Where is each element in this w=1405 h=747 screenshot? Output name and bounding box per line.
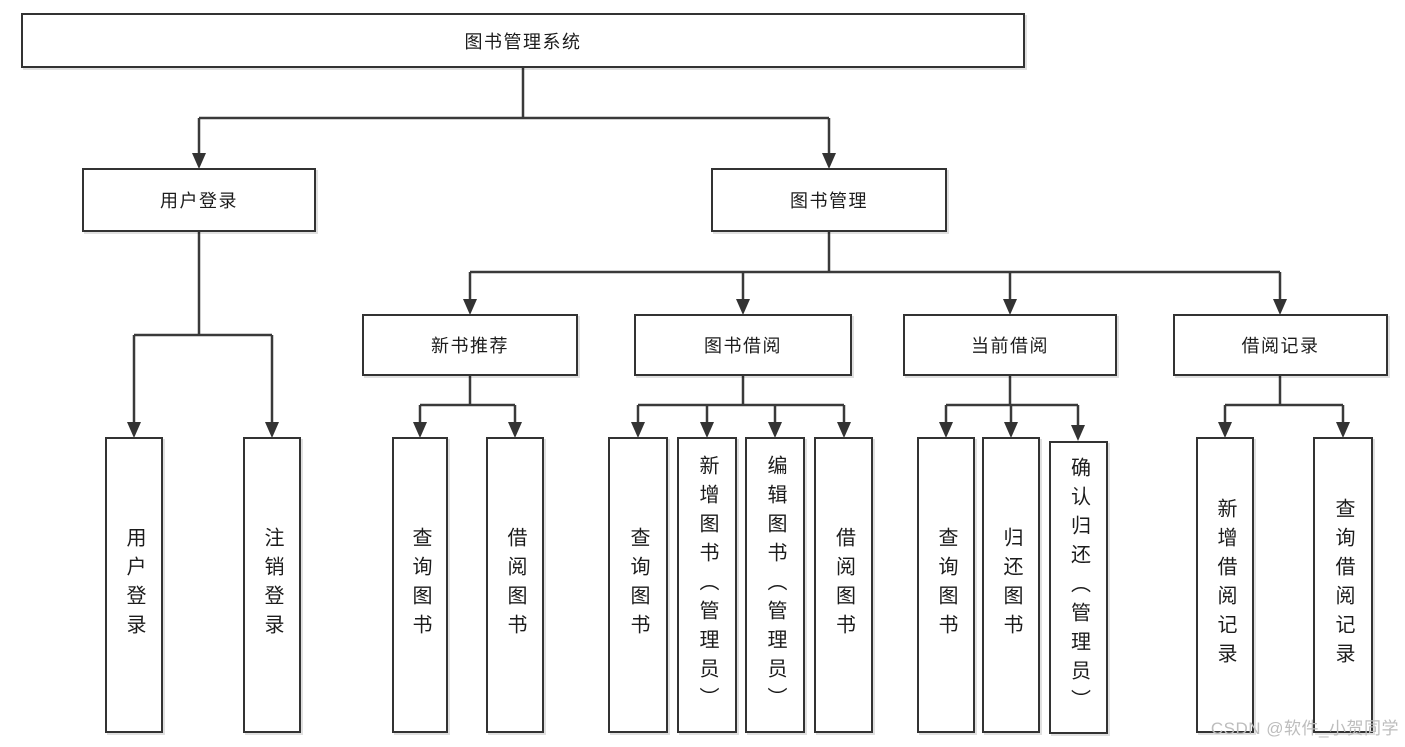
node-book-borrowing: 图书借阅 <box>634 314 852 376</box>
csdn-watermark: CSDN @软件_小贺同学 <box>1210 719 1399 738</box>
node-library-system: 图书管理系统 <box>21 13 1025 68</box>
leaf-logout: 注销登录 <box>243 437 301 733</box>
leaf-current-query-book: 查询图书 <box>917 437 975 733</box>
node-user-login: 用户登录 <box>82 168 316 232</box>
leaf-rec-borrow-book: 借阅图书 <box>486 437 544 733</box>
leaf-query-borrow-record: 查询借阅记录 <box>1313 437 1373 733</box>
leaf-add-book-admin: 新增图书（管理员） <box>677 437 737 733</box>
leaf-rec-query-book: 查询图书 <box>392 437 448 733</box>
node-book-management: 图书管理 <box>711 168 947 232</box>
node-borrowing-records: 借阅记录 <box>1173 314 1388 376</box>
leaf-edit-book-admin: 编辑图书（管理员） <box>745 437 805 733</box>
leaf-borrow-query-book: 查询图书 <box>608 437 668 733</box>
leaf-user-login: 用户登录 <box>105 437 163 733</box>
leaf-add-borrow-record: 新增借阅记录 <box>1196 437 1254 733</box>
leaf-confirm-return-admin: 确认归还（管理员） <box>1049 441 1108 734</box>
node-current-borrowing: 当前借阅 <box>903 314 1117 376</box>
leaf-return-book: 归还图书 <box>982 437 1040 733</box>
node-new-book-recommendation: 新书推荐 <box>362 314 578 376</box>
leaf-borrow-book: 借阅图书 <box>814 437 873 733</box>
